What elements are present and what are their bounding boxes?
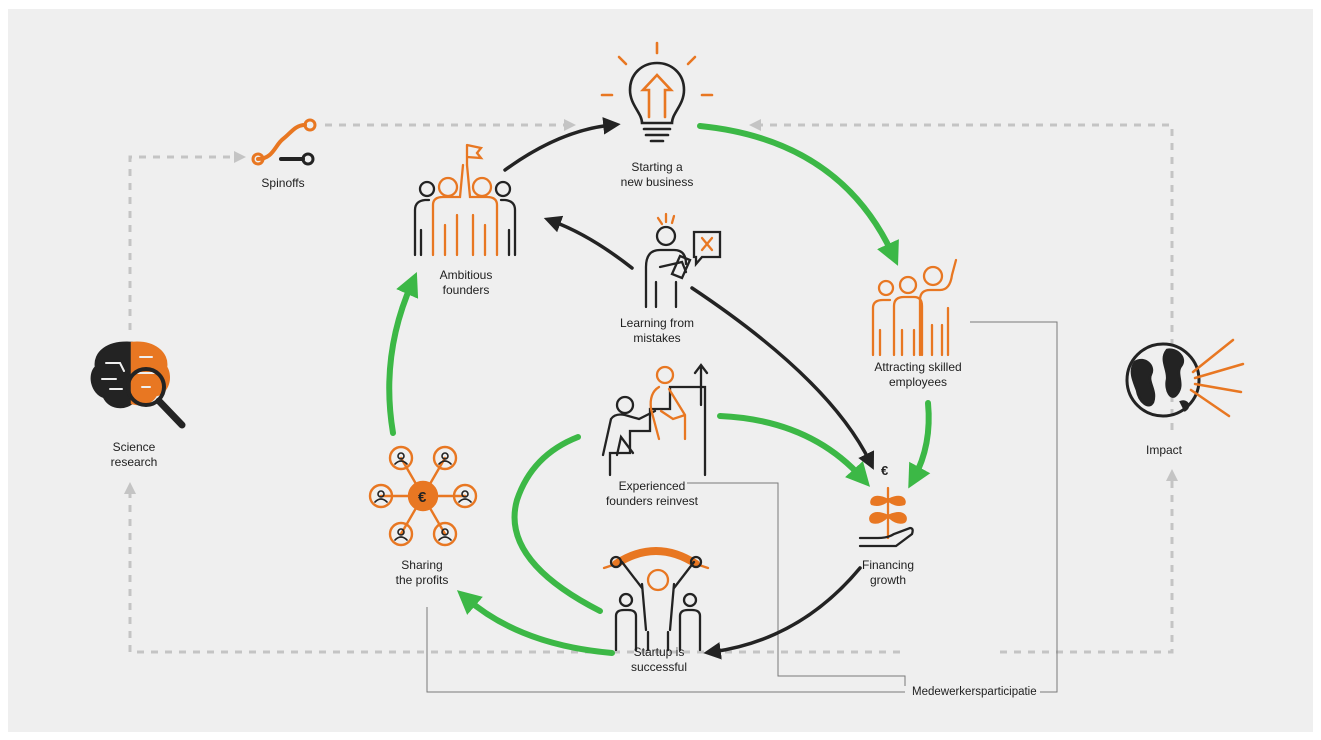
green-arrows [386,123,932,656]
arrow-starting-to-attracting [697,123,899,266]
label-startup-is-successful: Startup is successful [630,645,688,674]
plant-euro-icon: € [858,463,914,548]
arrow-experienced-to-financing [717,413,871,487]
arrow-ambitious-to-starting [503,117,621,172]
profit-network-icon: € [368,445,478,547]
arrow-learning-to-ambitious [543,215,634,270]
stairs-helping-icon [601,363,709,477]
dashed-bottom-to-science [124,482,900,654]
startup-celebration-icon [602,547,710,652]
arrow-attracting-to-financing [908,400,932,489]
label-experienced-founders-reinvest: Experienced founders reinvest [605,479,699,508]
label-financing-growth: Financing growth [861,558,915,587]
plant-euro-symbol: € [881,463,888,478]
dashed-bottom-to-impact [1000,469,1178,654]
label-starting-new-business: Starting a new business [620,160,694,189]
learning-person-icon [644,212,722,309]
label-learning-from-mistakes: Learning from mistakes [619,316,695,345]
dashed-impact-to-starting [749,119,1174,430]
arrow-startup-to-sharing [456,590,615,656]
employees-group-icon [871,258,958,357]
label-impact: Impact [1145,443,1183,457]
label-spinoffs: Spinoffs [261,176,305,190]
globe-impact-icon [1125,338,1245,418]
arrow-financing-to-startup [703,566,862,660]
label-ambitious-founders: Ambitious founders [439,268,493,297]
arrow-learning-to-financing [690,286,875,470]
arrow-sharing-to-ambitious [386,272,419,436]
founders-high-five-icon [413,143,517,257]
brain-magnifier-icon [90,341,186,429]
label-medewerkersparticipatie: Medewerkersparticipatie [909,685,1040,699]
label-science-research: Science research [110,440,158,469]
label-attracting-skilled-employees: Attracting skilled employees [874,360,962,389]
profit-euro-symbol: € [418,489,427,506]
dark-arrows [503,117,875,660]
dashed-science-to-spinoffs [128,151,246,330]
label-sharing-the-profits: Sharing the profits [395,558,449,587]
arrow-startup-to-experienced [511,434,603,614]
participation-connectors [426,321,1058,693]
lightbulb-icon [600,41,714,143]
spinoff-path-icon [251,118,317,166]
